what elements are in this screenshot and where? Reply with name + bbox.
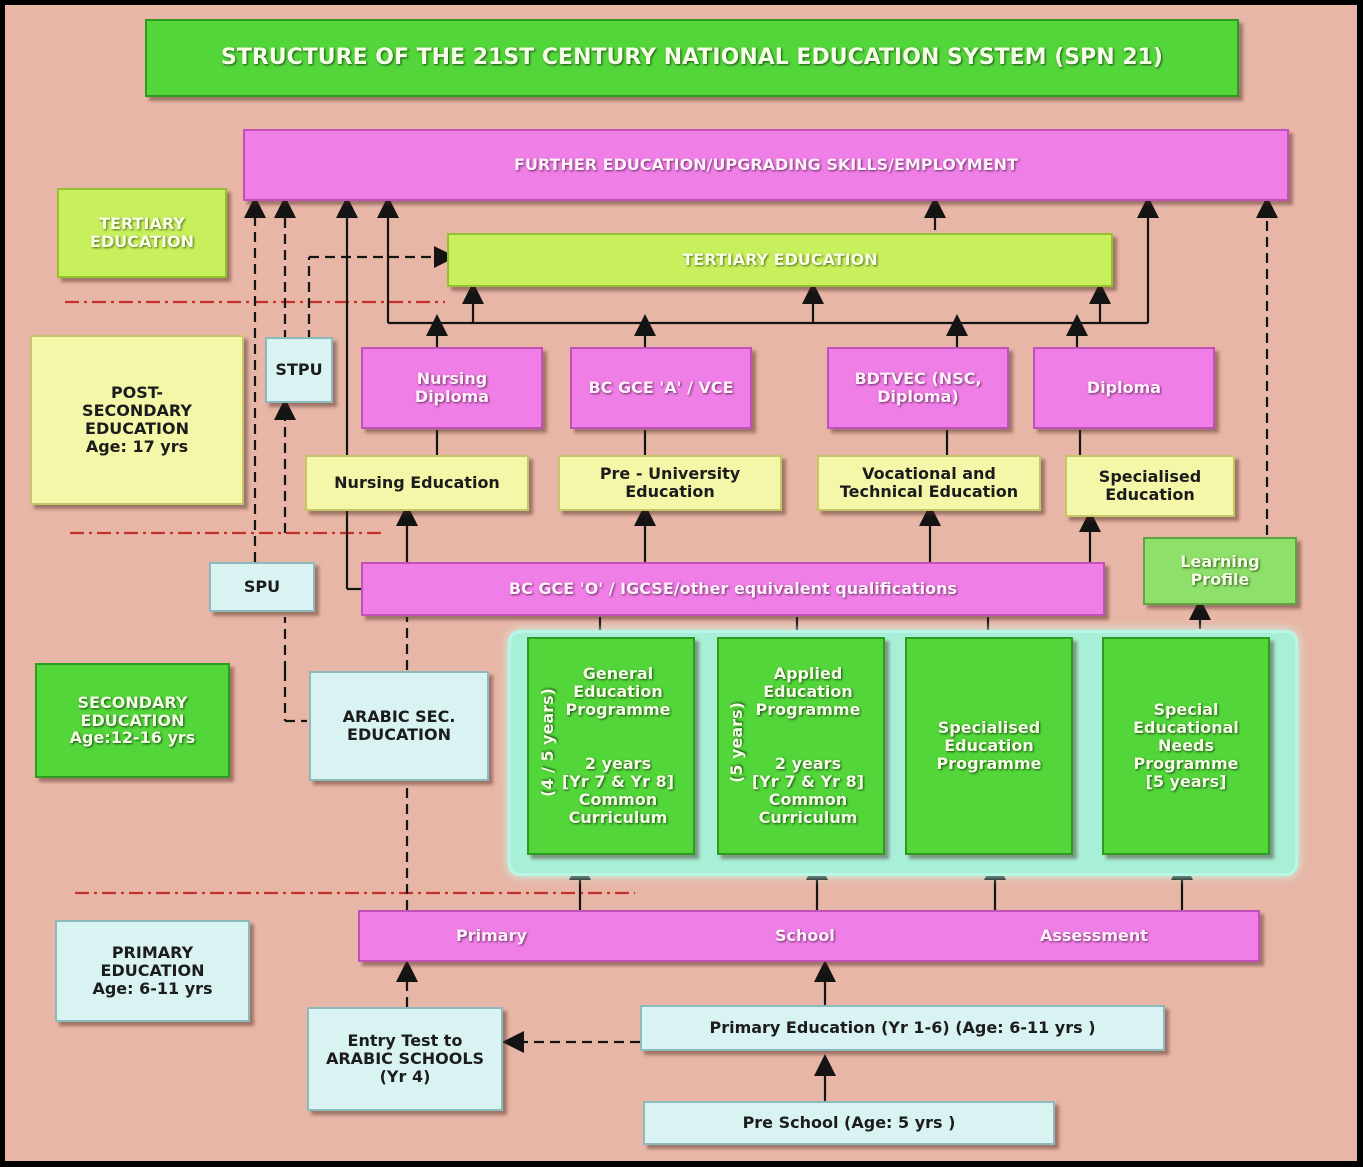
assessment-word-assessment: Assessment xyxy=(1040,926,1148,946)
specialised-education-programme-box: Specialised Education Programme xyxy=(905,637,1073,855)
bc-gce-a-level-box: BC GCE 'A' / VCE xyxy=(570,347,752,429)
applied-education-programme-box: Applied Education Programme 2 years [Yr … xyxy=(717,637,885,855)
applied-programme-duration: (5 years) xyxy=(726,702,746,783)
level-primary-label: PRIMARY EDUCATION Age: 6-11 yrs xyxy=(55,920,250,1022)
pre-university-education-box: Pre - University Education xyxy=(558,455,782,511)
nursing-education-box: Nursing Education xyxy=(305,455,529,511)
assessment-word-school: School xyxy=(775,926,835,946)
o-level-qualifications-bar: BC GCE 'O' / IGCSE/other equivalent qual… xyxy=(361,562,1105,616)
specialised-education-box: Specialised Education xyxy=(1065,455,1235,517)
spu-box: SPU xyxy=(209,562,315,612)
diploma-box: Diploma xyxy=(1033,347,1215,429)
entry-test-arabic-schools-box: Entry Test to ARABIC SCHOOLS (Yr 4) xyxy=(307,1007,503,1111)
primary-school-assessment-bar: Primary School Assessment xyxy=(358,910,1260,962)
diagram-canvas: STRUCTURE OF THE 21ST CENTURY NATIONAL E… xyxy=(5,5,1357,1161)
assessment-word-primary: Primary xyxy=(456,926,527,946)
vocational-technical-education-box: Vocational and Technical Education xyxy=(817,455,1041,511)
bdtvec-box: BDTVEC (NSC, Diploma) xyxy=(827,347,1009,429)
level-post-secondary-label: POST- SECONDARY EDUCATION Age: 17 yrs xyxy=(30,335,244,505)
diagram-title: STRUCTURE OF THE 21ST CENTURY NATIONAL E… xyxy=(145,19,1239,97)
learning-profile-box: Learning Profile xyxy=(1143,537,1297,605)
level-tertiary-label: TERTIARY EDUCATION xyxy=(57,188,227,278)
nursing-diploma-box: Nursing Diploma xyxy=(361,347,543,429)
further-education-bar: FURTHER EDUCATION/UPGRADING SKILLS/EMPLO… xyxy=(243,129,1289,201)
tertiary-education-bar: TERTIARY EDUCATION xyxy=(447,233,1113,287)
pre-school-box: Pre School (Age: 5 yrs ) xyxy=(643,1101,1055,1145)
level-secondary-label: SECONDARY EDUCATION Age:12-16 yrs xyxy=(35,663,230,778)
stpu-box: STPU xyxy=(265,337,333,403)
connector-arrows xyxy=(65,196,1278,1101)
arabic-secondary-education-box: ARABIC SEC. EDUCATION xyxy=(309,671,489,781)
general-education-programme-box: General Education Programme 2 years [Yr … xyxy=(527,637,695,855)
primary-education-box: Primary Education (Yr 1-6) (Age: 6-11 yr… xyxy=(640,1005,1165,1051)
special-educational-needs-programme-box: Special Educational Needs Programme [5 y… xyxy=(1102,637,1270,855)
general-programme-duration: (4 / 5 years) xyxy=(537,688,557,797)
